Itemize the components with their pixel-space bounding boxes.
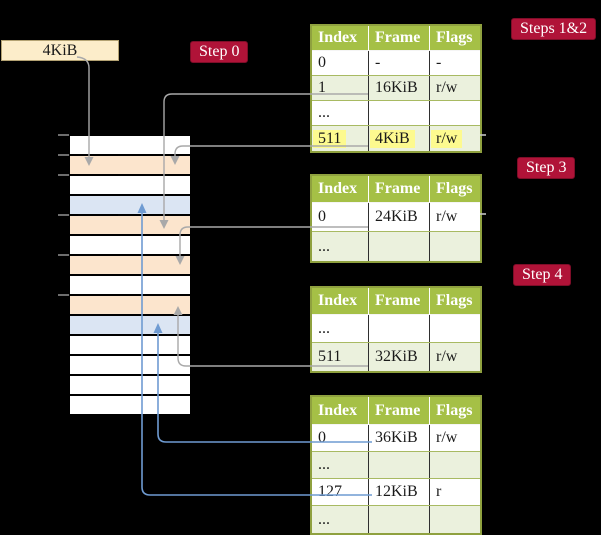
table-cell: ... bbox=[312, 232, 369, 261]
table-cell: - bbox=[436, 54, 442, 71]
table-cell: 12KiB bbox=[369, 479, 430, 505]
memory-frame-row bbox=[70, 236, 190, 256]
table-cell: r/w bbox=[436, 79, 458, 96]
table-cell bbox=[369, 452, 430, 478]
memory-frame-row bbox=[70, 196, 190, 216]
table-cell bbox=[430, 452, 480, 478]
column-header: Flags bbox=[436, 401, 473, 419]
memory-frame-row bbox=[70, 336, 190, 356]
table-cell: ... bbox=[312, 315, 369, 342]
table-cell bbox=[369, 101, 430, 125]
table-cell: 24KiB bbox=[369, 203, 430, 231]
column-header: Frame bbox=[369, 176, 430, 202]
table-cell: 511 bbox=[312, 343, 369, 371]
table-cell: 0 bbox=[312, 203, 369, 231]
memory-frame-row bbox=[70, 376, 190, 396]
column-header: Frame bbox=[369, 397, 430, 424]
table-row: ... bbox=[312, 232, 480, 261]
highlighted-entry-text: 511 bbox=[313, 129, 347, 148]
step-3-badge: Step 3 bbox=[517, 157, 576, 179]
steps-1-2-badge: Steps 1&2 bbox=[511, 18, 597, 40]
cr3-pointer-box: 4KiB bbox=[1, 40, 119, 61]
table-cell bbox=[369, 315, 430, 342]
table-cell: 16KiB bbox=[369, 76, 430, 100]
memory-frame-row bbox=[70, 276, 190, 296]
table-cell: 0 bbox=[312, 51, 369, 75]
table-cell: 36KiB bbox=[369, 425, 430, 451]
table-cell: r/w bbox=[430, 126, 480, 151]
step-0-badge: Step 0 bbox=[190, 41, 249, 63]
table-cell: 32KiB bbox=[369, 343, 430, 371]
table-cell bbox=[430, 506, 480, 533]
table-cell: ... bbox=[312, 506, 369, 533]
cr3-pointer-label: 4KiB bbox=[42, 41, 78, 59]
column-header: Index bbox=[312, 288, 369, 314]
table-cell bbox=[430, 232, 480, 261]
table-cell bbox=[369, 232, 430, 261]
table-cell: 127 bbox=[312, 479, 369, 505]
column-header: Flags bbox=[436, 29, 473, 46]
table-cell bbox=[430, 101, 480, 125]
table-row: ... bbox=[312, 506, 480, 533]
table-cell bbox=[369, 506, 430, 533]
column-header: Index bbox=[312, 26, 369, 50]
memory-frame-row bbox=[70, 316, 190, 336]
table-cell: ... bbox=[312, 101, 369, 125]
highlighted-entry-text: r/w bbox=[431, 129, 463, 148]
table-cell: ... bbox=[312, 452, 369, 478]
table-cell: - bbox=[369, 51, 430, 75]
table-cell: 1 bbox=[312, 76, 369, 100]
table-cell bbox=[430, 315, 480, 342]
table-row: ... bbox=[312, 101, 480, 126]
memory-frame-row bbox=[70, 296, 190, 316]
memory-frame-row bbox=[70, 356, 190, 376]
column-header: Frame bbox=[369, 26, 430, 50]
table-cell: r/w bbox=[436, 208, 458, 225]
memory-frame-row bbox=[70, 396, 190, 416]
step-4-badge: Step 4 bbox=[513, 264, 572, 286]
table-row: 511 4KiB r/w bbox=[312, 126, 480, 151]
memory-frame-row bbox=[70, 176, 190, 196]
column-header: Index bbox=[312, 176, 369, 202]
memory-frame-row bbox=[70, 136, 190, 156]
memory-frame-row bbox=[70, 156, 190, 176]
highlighted-entry-text: 4KiB bbox=[370, 129, 415, 148]
column-header: Frame bbox=[369, 288, 430, 314]
column-header: Flags bbox=[436, 180, 473, 197]
memory-frame-row bbox=[70, 256, 190, 276]
table-cell: r/w bbox=[436, 348, 458, 365]
table-cell: r/w bbox=[436, 429, 458, 446]
table-row: ... bbox=[312, 315, 480, 343]
column-header: Index bbox=[312, 397, 369, 424]
table-row: 0-- bbox=[312, 51, 480, 76]
table-cell: 4KiB bbox=[369, 126, 430, 151]
table-row: ... bbox=[312, 452, 480, 479]
table-cell: r bbox=[436, 483, 442, 500]
table-cell: 511 bbox=[312, 126, 369, 151]
physical-memory-column bbox=[70, 134, 190, 416]
column-header: Flags bbox=[436, 292, 473, 309]
table-cell: 0 bbox=[312, 425, 369, 451]
memory-frame-row bbox=[70, 216, 190, 236]
